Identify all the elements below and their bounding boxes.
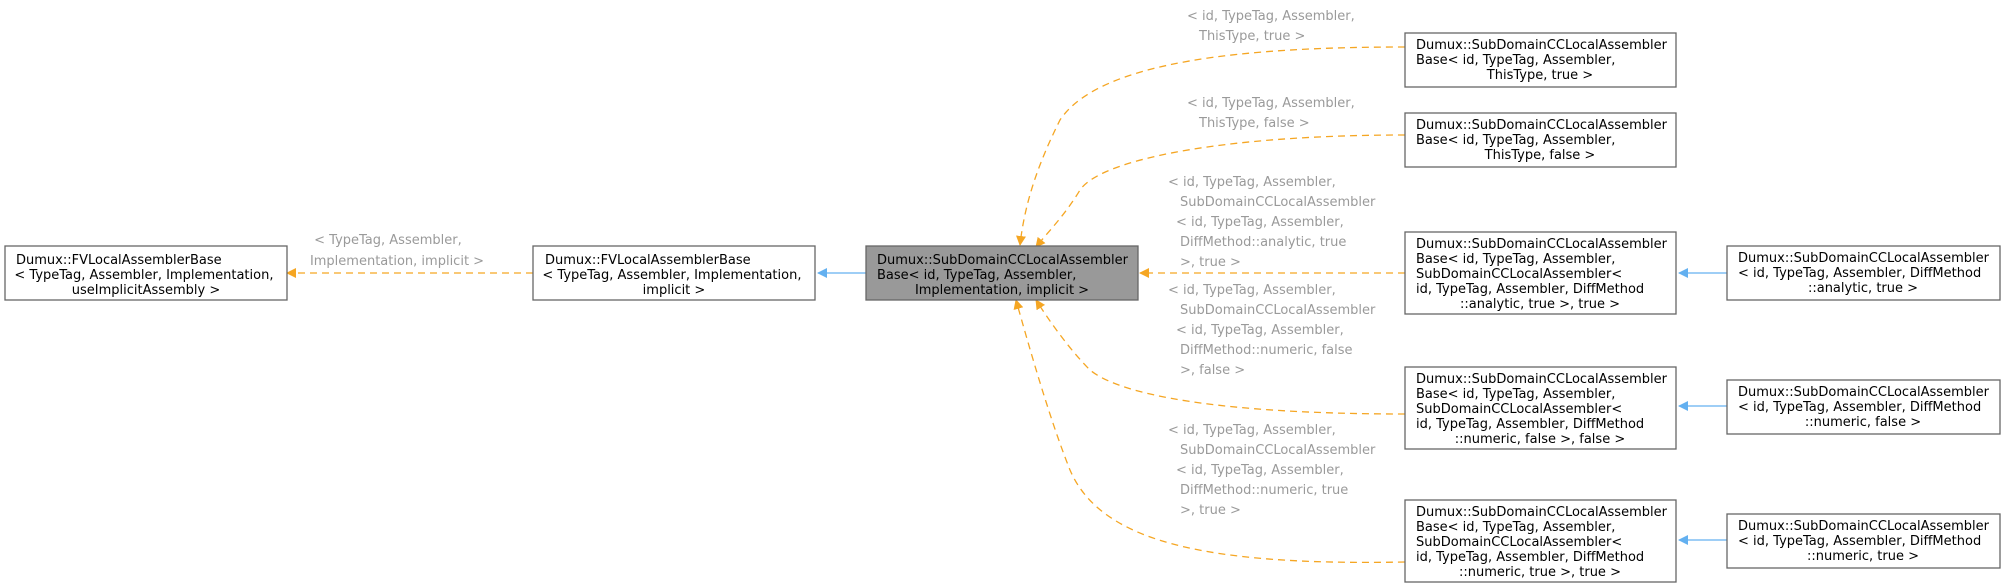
node-assembler-analytic-true[interactable]: Dumux::SubDomainCCLocalAssembler < id, T… <box>1726 245 2001 301</box>
svg-text:Dumux::SubDomainCCLocalAssembl: Dumux::SubDomainCCLocalAssembler Base< i… <box>877 253 1132 298</box>
svg-text:Dumux::SubDomainCCLocalAssembl: Dumux::SubDomainCCLocalAssembler Base< i… <box>1416 505 1671 580</box>
edge-label-thistype-false: < id, TypeTag, Assembler, ThisType, fals… <box>1187 96 1359 131</box>
edge-label-thistype-true: < id, TypeTag, Assembler, ThisType, true… <box>1187 9 1359 44</box>
edge-thistype-false <box>1035 134 1406 248</box>
node-base-thistype-true[interactable]: Dumux::SubDomainCCLocalAssembler Base< i… <box>1404 32 1677 88</box>
node-base-numeric-true[interactable]: Dumux::SubDomainCCLocalAssembler Base< i… <box>1404 499 1677 583</box>
node-assembler-numeric-false[interactable]: Dumux::SubDomainCCLocalAssembler < id, T… <box>1726 379 2001 435</box>
edge-label-numeric-true: < id, TypeTag, Assembler, SubDomainCCLoc… <box>1168 423 1379 518</box>
svg-text:Dumux::SubDomainCCLocalAssembl: Dumux::SubDomainCCLocalAssembler Base< i… <box>1416 372 1671 447</box>
node-fv-base-implicit[interactable]: Dumux::FVLocalAssemblerBase < TypeTag, A… <box>532 245 816 301</box>
svg-text:Dumux::SubDomainCCLocalAssembl: Dumux::SubDomainCCLocalAssembler < id, T… <box>1738 385 1993 430</box>
edge-label-fv-template: < TypeTag, Assembler, Implementation, im… <box>310 233 484 269</box>
edge-numeric-false <box>1035 299 1406 415</box>
node-assembler-numeric-true[interactable]: Dumux::SubDomainCCLocalAssembler < id, T… <box>1726 513 2001 569</box>
edge-thistype-true <box>1016 46 1406 246</box>
node-base-numeric-false[interactable]: Dumux::SubDomainCCLocalAssembler Base< i… <box>1404 366 1677 450</box>
svg-text:Dumux::SubDomainCCLocalAssembl: Dumux::SubDomainCCLocalAssembler Base< i… <box>1416 118 1671 163</box>
edge-label-numeric-false: < id, TypeTag, Assembler, SubDomainCCLoc… <box>1168 283 1379 378</box>
svg-text:Dumux::SubDomainCCLocalAssembl: Dumux::SubDomainCCLocalAssembler Base< i… <box>1416 38 1671 83</box>
node-base-analytic-true[interactable]: Dumux::SubDomainCCLocalAssembler Base< i… <box>1404 231 1677 315</box>
svg-text:Dumux::SubDomainCCLocalAssembl: Dumux::SubDomainCCLocalAssembler < id, T… <box>1738 251 1993 296</box>
svg-text:Dumux::FVLocalAssemblerBase: Dumux::FVLocalAssemblerBase < TypeTag, A… <box>542 253 805 298</box>
node-base-thistype-false[interactable]: Dumux::SubDomainCCLocalAssembler Base< i… <box>1404 112 1677 168</box>
edge-label-analytic-true: < id, TypeTag, Assembler, SubDomainCCLoc… <box>1168 175 1379 270</box>
svg-text:Dumux::SubDomainCCLocalAssembl: Dumux::SubDomainCCLocalAssembler Base< i… <box>1416 237 1671 312</box>
edge-numeric-true <box>1013 299 1406 564</box>
svg-text:Dumux::SubDomainCCLocalAssembl: Dumux::SubDomainCCLocalAssembler < id, T… <box>1738 519 1993 564</box>
node-fv-base-generic[interactable]: Dumux::FVLocalAssemblerBase < TypeTag, A… <box>4 245 288 301</box>
svg-text:Dumux::FVLocalAssemblerBase: Dumux::FVLocalAssemblerBase < TypeTag, A… <box>14 253 277 298</box>
node-subdomain-base-current[interactable]: Dumux::SubDomainCCLocalAssembler Base< i… <box>865 245 1139 301</box>
